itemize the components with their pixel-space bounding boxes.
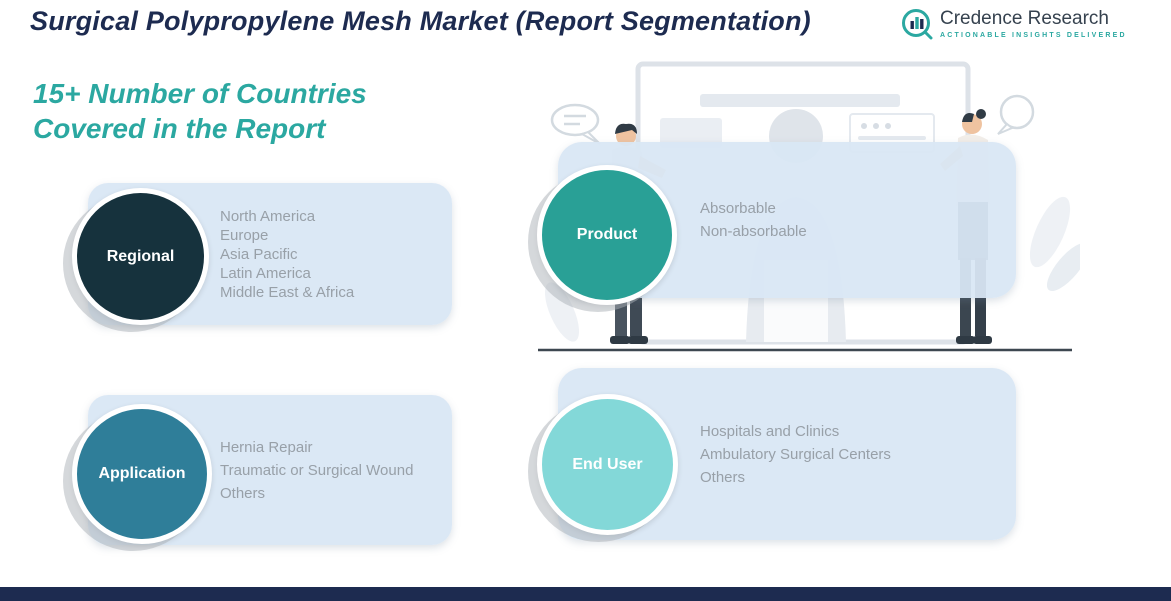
- segment-label-regional: Regional: [106, 247, 175, 265]
- speech-bubble-left-icon: [550, 103, 601, 145]
- segment-list-item: Latin America: [220, 264, 311, 282]
- page-title: Surgical Polypropylene Mesh Market (Repo…: [30, 6, 811, 36]
- speech-bubble-right-icon: [997, 94, 1035, 135]
- segment-list-item: Traumatic or Surgical Wound: [220, 461, 414, 479]
- segment-list-item: North America: [220, 207, 316, 225]
- segment-list-item: Ambulatory Surgical Centers: [700, 445, 891, 463]
- segment-label-application: Application: [98, 465, 186, 482]
- segment-list-item: Hospitals and Clinics: [700, 422, 840, 440]
- brand-tagline: Actionable Insights Delivered: [940, 32, 1127, 39]
- segment-list-item: Europe: [220, 226, 269, 244]
- segment-label-enduser: End User: [572, 455, 643, 473]
- segment-circle-product: Product: [537, 165, 677, 305]
- leaf-decoration-icon: [544, 196, 1080, 342]
- segment-list-item: Absorbable: [700, 200, 776, 217]
- footer-bar: [0, 587, 1171, 601]
- segment-list-item: Asia Pacific: [220, 245, 298, 263]
- segment-circle-enduser: End User: [537, 394, 678, 535]
- brand-text: Credence Research Actionable Insights De…: [940, 8, 1127, 39]
- segment-list-item: Non-absorbable: [700, 223, 807, 240]
- segment-label-product: Product: [576, 226, 638, 243]
- brand-logo-icon: [902, 9, 933, 40]
- segment-list-item: Hernia Repair: [220, 438, 313, 456]
- segment-circle-regional: Regional: [72, 188, 209, 325]
- segment-circle-application: Application: [72, 404, 212, 544]
- segment-list-item: Others: [220, 484, 266, 502]
- segment-list-item: Middle East & Africa: [220, 283, 355, 301]
- segment-list-item: Others: [700, 468, 746, 486]
- countries-heading-line2: Covered in the Report: [33, 113, 326, 144]
- brand-logo: Credence Research Actionable Insights De…: [901, 8, 1127, 40]
- countries-heading: 15+ Number of Countries Covered in the R…: [33, 76, 367, 146]
- countries-heading-line1: 15+ Number of Countries: [33, 78, 367, 109]
- brand-name: Credence Research: [940, 8, 1109, 29]
